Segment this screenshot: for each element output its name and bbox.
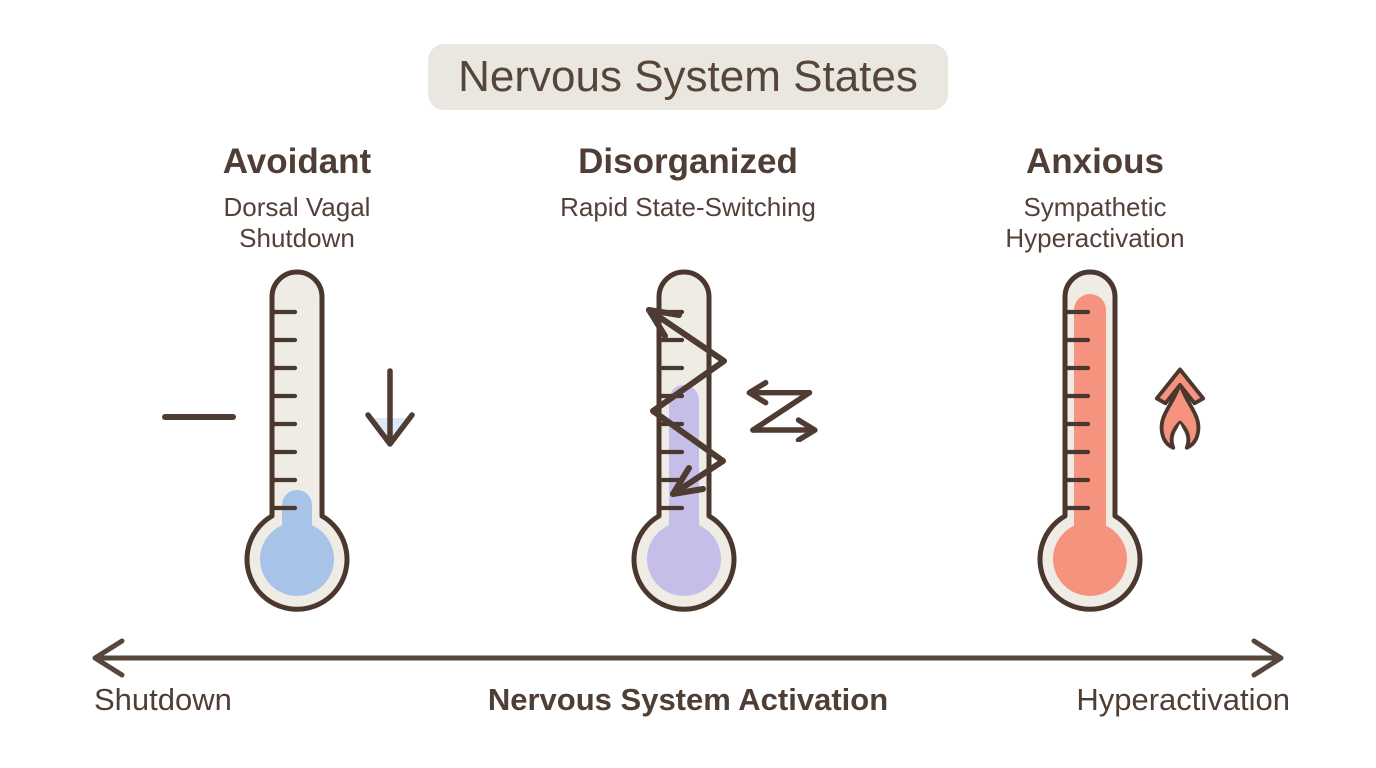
disorganized-subheading-line1: Rapid State-Switching [560, 192, 816, 222]
avoidant-subheading-line2: Shutdown [239, 223, 355, 253]
activation-axis-arrow-icon [92, 638, 1284, 678]
thermometer-disorganized-icon [631, 269, 737, 612]
disorganized-subheading: Rapid State-Switching [498, 192, 878, 223]
minus-dash-icon [162, 414, 236, 420]
page-title: Nervous System States [428, 44, 948, 110]
anxious-heading: Anxious [1025, 142, 1165, 181]
column-avoidant-header: Avoidant Dorsal Vagal Shutdown [107, 140, 487, 254]
down-arrow-icon [365, 368, 415, 447]
state-switch-arrows-icon [746, 379, 818, 442]
thermometer-avoidant-icon [244, 269, 350, 612]
thermometer-anxious-icon [1037, 269, 1143, 612]
axis-label-hyperactivation: Hyperactivation [1076, 682, 1290, 717]
avoidant-subheading-line1: Dorsal Vagal [223, 192, 371, 222]
axis-label-activation: Nervous System Activation [487, 682, 889, 717]
anxious-subheading: Sympathetic Hyperactivation [905, 192, 1285, 254]
avoidant-subheading: Dorsal Vagal Shutdown [107, 192, 487, 254]
anxious-subheading-line2: Hyperactivation [1005, 223, 1185, 253]
flame-up-arrow-icon [1154, 367, 1206, 450]
column-anxious-header: Anxious Sympathetic Hyperactivation [905, 140, 1285, 254]
anxious-subheading-line1: Sympathetic [1023, 192, 1167, 222]
disorganized-heading: Disorganized [578, 142, 798, 181]
column-disorganized-header: Disorganized Rapid State-Switching [498, 140, 878, 223]
axis-label-shutdown: Shutdown [94, 682, 232, 717]
avoidant-heading: Avoidant [222, 142, 372, 181]
zigzag-overlay-icon [646, 307, 727, 497]
